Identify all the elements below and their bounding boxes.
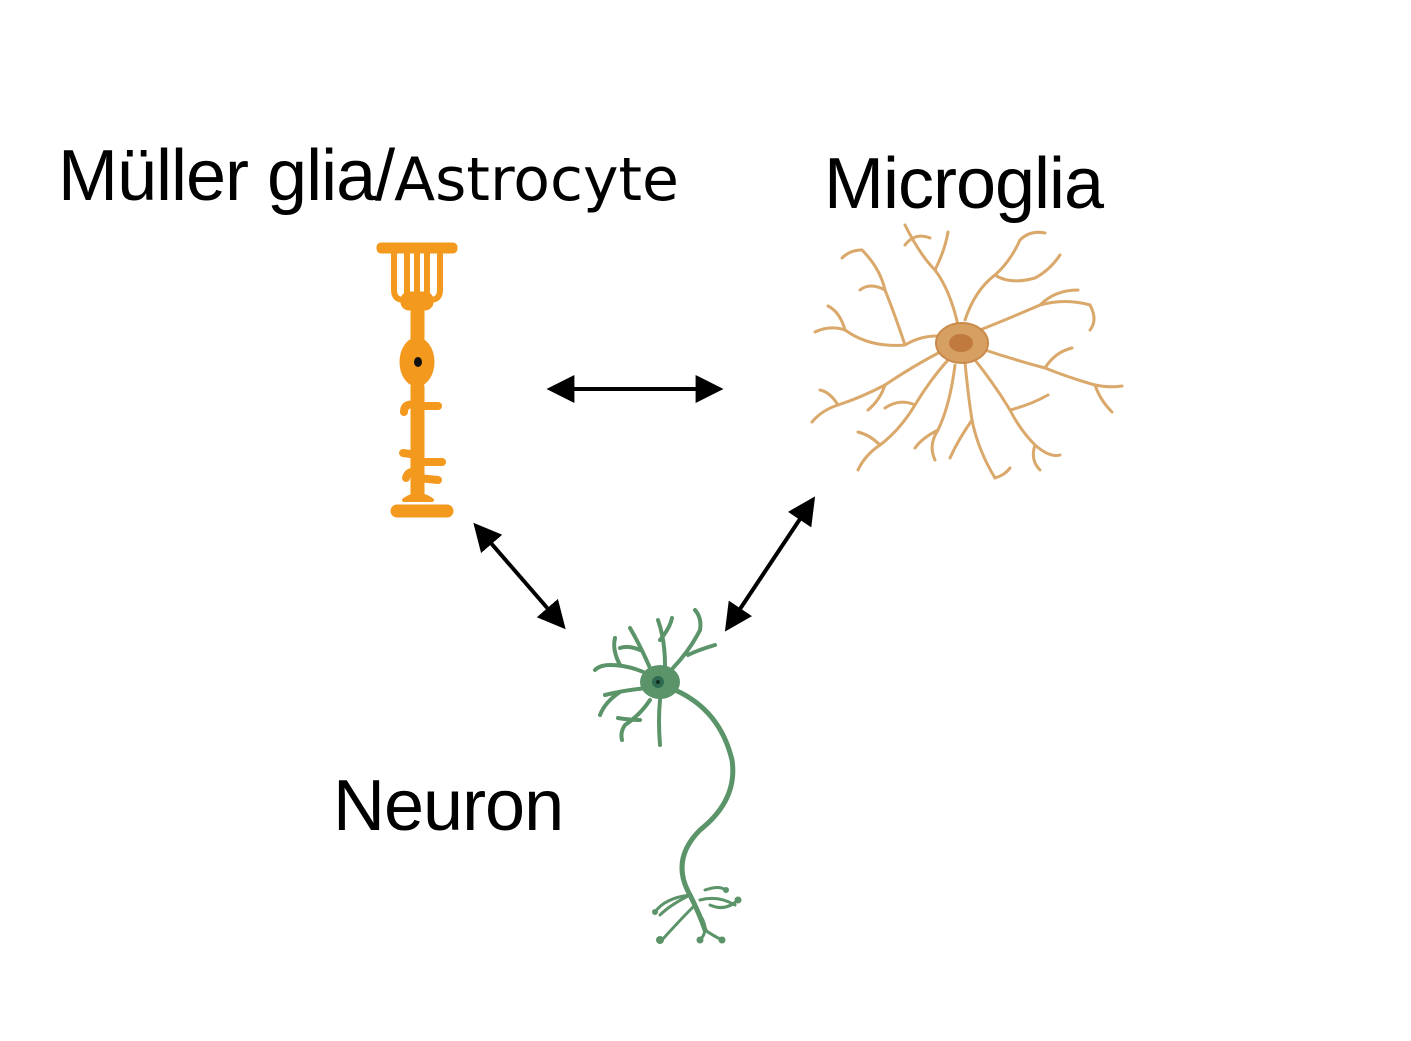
microglia-label: Microglia [824,144,1104,224]
muller-glia-astrocyte-label: Müller glia/Astrocyte [58,140,679,212]
arrow-microglia-neuron [724,496,816,632]
arrow-muller-neuron [473,522,566,630]
microglia-cell [810,223,1124,480]
neuron-cell [593,608,742,944]
muller-glia-label-main: Müller glia/ [58,136,395,216]
muller-glia-cell [376,242,458,518]
astrocyte-label: Astrocyte [394,145,679,215]
neuron-label: Neuron [333,766,564,846]
